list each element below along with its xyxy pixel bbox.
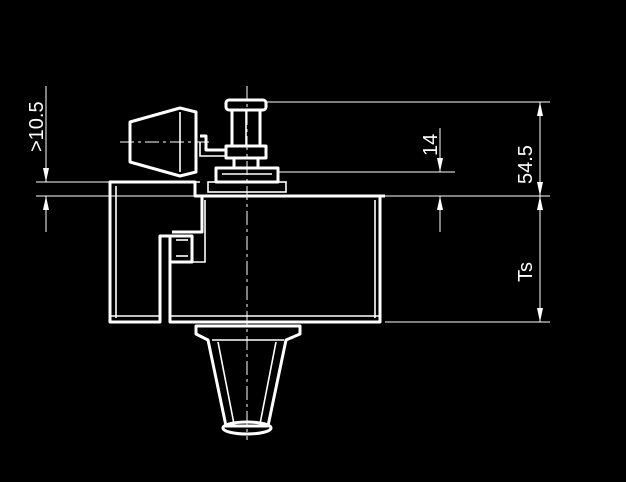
connecting-pipe-inner: [199, 142, 226, 157]
arrow-down: [43, 168, 49, 182]
arrow-ts-top: [537, 196, 543, 210]
bottom-cone-inner-right: [259, 341, 277, 425]
dimension-inner-height: 14: [278, 128, 455, 232]
dimension-shell-height: Ts: [385, 196, 550, 323]
dimension-label-inner-height: 14: [420, 134, 442, 156]
dimension-label-total-height: 54.5: [515, 145, 537, 184]
bottom-cone-outline: [194, 324, 302, 428]
arrow-up: [43, 196, 49, 210]
housing-inner-step: [172, 194, 204, 234]
housing: [108, 180, 382, 324]
dimension-total-height: 54.5: [266, 101, 550, 197]
valve-assembly: [199, 98, 287, 193]
dimension-label-left-gap: >10.5: [26, 101, 48, 152]
side-fitting: [168, 234, 194, 264]
side-gauge-body: [128, 106, 198, 178]
valve-nut: [224, 144, 268, 160]
arrow-14-up: [437, 196, 443, 210]
dimension-label-shell-height: Ts: [515, 262, 537, 282]
arrow-54-bottom: [537, 182, 543, 196]
bottom-cone: [194, 324, 302, 436]
connecting-pipe: [200, 134, 226, 152]
dimension-left-gap: >10.5: [26, 86, 200, 232]
bottom-cone-inner-left: [217, 341, 235, 425]
side-gauge: [120, 106, 210, 178]
arrow-ts-bottom: [537, 308, 543, 322]
housing-outline: [108, 180, 382, 324]
arrow-54-top: [537, 102, 543, 116]
arrow-14-down: [437, 158, 443, 172]
